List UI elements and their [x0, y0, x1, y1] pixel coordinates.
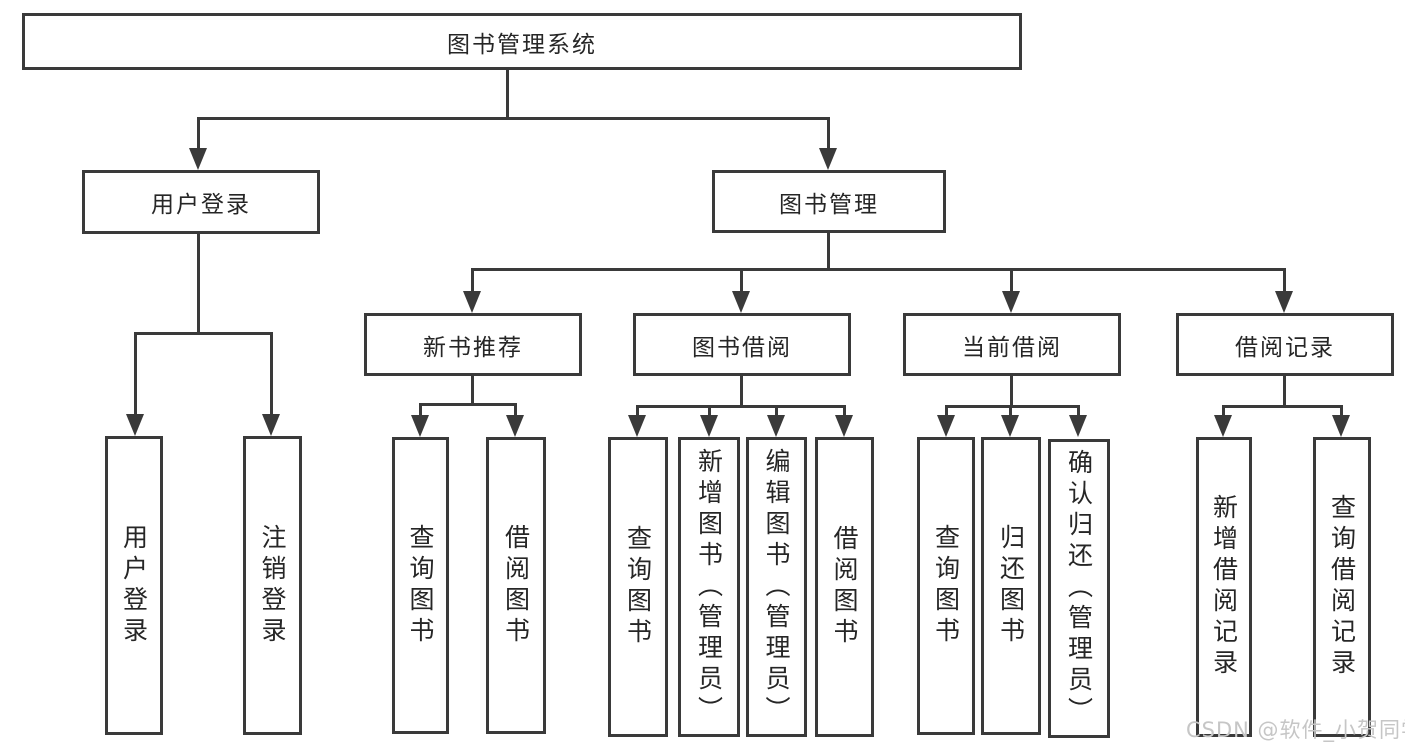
connector-new-book-recommend-stub: [471, 375, 474, 405]
node-leaf-br-add-record-label: 新增借阅记录: [1209, 494, 1239, 680]
connector-current-borrowing-stub: [1010, 375, 1013, 408]
arrow-to-br-add-record: [1214, 405, 1232, 437]
arrow-to-book-management: [819, 117, 837, 170]
node-leaf-bb-borrow-books: 借阅图书: [815, 437, 874, 737]
connector-borrowing-records-stub: [1283, 375, 1286, 408]
node-leaf-bb-query-books-label: 查询图书: [623, 525, 653, 649]
node-leaf-cb-query-books-label: 查询图书: [931, 524, 961, 648]
node-leaf-br-query-record-label: 查询借阅记录: [1327, 494, 1357, 680]
arrow-to-bb-add-books: [700, 405, 718, 437]
node-leaf-cb-confirm-return: 确认归还（管理员）: [1048, 439, 1110, 738]
connector-book-borrowing-hline: [636, 405, 846, 408]
node-leaf-bb-query-books: 查询图书: [608, 437, 668, 737]
node-book-management-label: 图书管理: [779, 191, 879, 218]
arrow-to-cb-confirm-return: [1069, 405, 1087, 437]
connector-book-management-hline: [471, 268, 1286, 271]
node-user-login-label: 用户登录: [151, 192, 251, 218]
connector-current-borrowing-hline: [945, 405, 1080, 408]
node-leaf-bb-add-books-label: 新增图书（管理员）: [694, 447, 724, 727]
node-borrowing-records: 借阅记录: [1176, 313, 1394, 376]
node-root: 图书管理系统: [22, 13, 1022, 70]
connector-new-book-recommend-hline: [419, 403, 517, 406]
node-book-borrowing-label: 图书借阅: [692, 334, 792, 361]
connector-user-login-stub: [197, 233, 200, 334]
arrow-to-book-borrowing: [732, 268, 750, 313]
arrow-to-nbr-query-books: [411, 403, 429, 437]
arrow-to-br-query-record: [1332, 405, 1350, 437]
node-user-login: 用户登录: [82, 170, 320, 234]
arrow-to-bb-query-books: [628, 405, 646, 437]
node-leaf-cb-return-books: 归还图书: [981, 437, 1041, 735]
connector-user-login-hline: [134, 332, 273, 335]
node-current-borrowing-label: 当前借阅: [962, 334, 1062, 361]
node-leaf-cb-confirm-return-label: 确认归还（管理员）: [1064, 449, 1094, 728]
node-root-label: 图书管理系统: [447, 31, 597, 58]
connector-book-management-stub: [827, 233, 830, 270]
node-book-borrowing: 图书借阅: [633, 313, 851, 376]
node-book-management: 图书管理: [712, 170, 946, 233]
csdn-watermark: CSDN @软件_小贺同学: [1186, 718, 1405, 742]
node-leaf-br-add-record: 新增借阅记录: [1196, 437, 1252, 737]
arrow-to-borrowing-records: [1275, 268, 1293, 313]
arrow-to-bb-borrow-books: [835, 405, 853, 437]
arrow-to-nbr-borrow-books: [506, 403, 524, 437]
node-leaf-nbr-query-books: 查询图书: [392, 437, 449, 734]
node-leaf-logout: 注销登录: [243, 436, 302, 735]
node-leaf-nbr-borrow-books-label: 借阅图书: [501, 523, 531, 648]
connector-book-borrowing-stub: [740, 375, 743, 408]
node-leaf-bb-add-books: 新增图书（管理员）: [678, 437, 740, 737]
node-leaf-user-login: 用户登录: [105, 436, 163, 735]
arrow-to-leaf-user-login: [126, 332, 144, 436]
node-leaf-bb-edit-books: 编辑图书（管理员）: [746, 437, 807, 737]
node-new-book-recommend: 新书推荐: [364, 313, 582, 376]
node-current-borrowing: 当前借阅: [903, 313, 1121, 376]
arrow-to-user-login: [189, 117, 207, 170]
connector-root-hline: [197, 117, 830, 120]
node-leaf-cb-return-books-label: 归还图书: [996, 524, 1026, 648]
node-leaf-logout-label: 注销登录: [258, 523, 287, 648]
arrow-to-cb-query-books: [937, 405, 955, 437]
node-leaf-bb-edit-books-label: 编辑图书（管理员）: [762, 447, 791, 727]
connector-borrowing-records-hline: [1222, 405, 1343, 408]
node-leaf-user-login-label: 用户登录: [119, 523, 149, 648]
arrow-to-current-borrowing: [1002, 268, 1020, 313]
arrow-to-leaf-logout: [262, 332, 280, 436]
node-new-book-recommend-label: 新书推荐: [423, 334, 523, 361]
node-borrowing-records-label: 借阅记录: [1235, 334, 1335, 361]
node-leaf-cb-query-books: 查询图书: [917, 437, 975, 735]
connector-root-stub: [506, 68, 509, 119]
arrow-to-bb-edit-books: [767, 405, 785, 437]
node-leaf-bb-borrow-books-label: 借阅图书: [830, 525, 859, 649]
arrow-to-cb-return-books: [1001, 405, 1019, 437]
arrow-to-new-book-recommend: [463, 268, 481, 313]
node-leaf-br-query-record: 查询借阅记录: [1313, 437, 1371, 737]
node-leaf-nbr-borrow-books: 借阅图书: [486, 437, 546, 734]
node-leaf-nbr-query-books-label: 查询图书: [406, 523, 435, 648]
